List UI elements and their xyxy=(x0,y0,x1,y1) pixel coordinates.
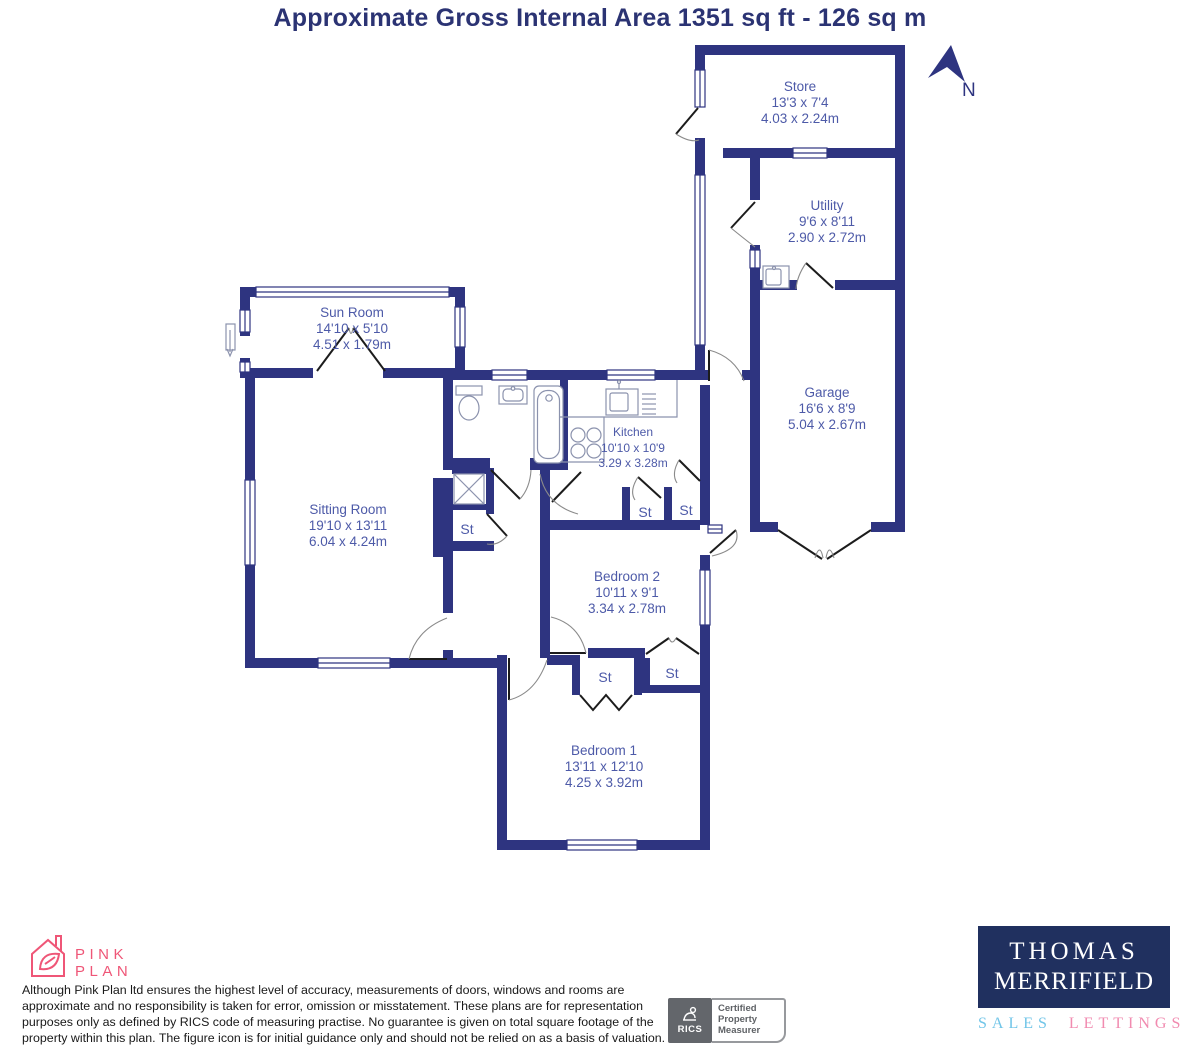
windows xyxy=(239,69,828,851)
basin-icon xyxy=(498,385,528,405)
room-dims-sunroom-ft: 14'10 x 5'10 xyxy=(316,321,388,336)
room-labels: Store 13'3 x 7'4 4.03 x 2.24m Utility 9'… xyxy=(309,79,866,790)
room-dims-utility-m: 2.90 x 2.72m xyxy=(788,230,866,245)
window xyxy=(699,569,711,626)
window xyxy=(255,286,450,298)
doors xyxy=(316,107,872,712)
rics-org-label: RICS xyxy=(677,1024,703,1036)
kitchen-counter xyxy=(560,380,678,463)
agent-tag-lettings: LETTINGS xyxy=(1068,1015,1186,1032)
room-dims-store-m: 4.03 x 2.24m xyxy=(761,111,839,126)
agent-logo: THOMAS MERRIFIELD SALES LETTINGS xyxy=(978,926,1180,1033)
bathtub-icon xyxy=(533,385,564,464)
rics-logo-box: RICS xyxy=(668,998,712,1043)
window xyxy=(694,174,706,346)
room-dims-sunroom-m: 4.51 x 1.79m xyxy=(313,337,391,352)
pinkplan-house-icon xyxy=(31,935,65,977)
window xyxy=(606,369,656,381)
footer: PINK PLAN Although Pink Plan ltd ensures… xyxy=(0,920,1200,1064)
room-dims-bedroom2-m: 3.34 x 2.78m xyxy=(588,601,666,616)
room-dims-kitchen-ft: 10'10 x 10'9 xyxy=(601,441,665,455)
room-dims-sitting-m: 6.04 x 4.24m xyxy=(309,534,387,549)
room-dims-garage-m: 5.04 x 2.67m xyxy=(788,417,866,432)
shower-icon xyxy=(453,473,485,505)
hob-icon xyxy=(570,427,602,459)
disclaimer-text: Although Pink Plan ltd ensures the highe… xyxy=(22,983,666,1046)
room-label-bedroom2: Bedroom 2 xyxy=(594,569,660,584)
agent-tagline: SALES LETTINGS xyxy=(978,1015,1180,1033)
room-label-store: Store xyxy=(784,79,816,94)
room-label-garage: Garage xyxy=(804,385,849,400)
toilet-icon xyxy=(455,385,483,421)
window xyxy=(566,839,638,851)
pinkplan-brand: PINK PLAN xyxy=(25,930,128,980)
room-dims-utility-ft: 9'6 x 8'11 xyxy=(799,214,855,229)
room-label-sunroom: Sun Room xyxy=(320,305,384,320)
storage-label-kitchen2: St xyxy=(679,502,692,518)
rics-lion-icon xyxy=(683,1007,697,1022)
room-dims-bedroom1-ft: 13'11 x 12'10 xyxy=(565,759,643,774)
rics-label: Certified Property Measurer xyxy=(712,998,786,1043)
agent-tag-sales: SALES xyxy=(978,1015,1052,1032)
storage-label-bed1a: St xyxy=(598,669,611,685)
room-dims-store-ft: 13'3 x 7'4 xyxy=(772,95,829,110)
utility-sink-icon xyxy=(762,265,790,289)
room-dims-bedroom2-ft: 10'11 x 9'1 xyxy=(595,585,658,600)
kitchen-sink-icon xyxy=(605,379,656,416)
storage-label-hall: St xyxy=(460,521,473,537)
agent-name-line2: MERRIFIELD xyxy=(994,968,1154,995)
window xyxy=(694,69,706,108)
room-label-sitting: Sitting Room xyxy=(309,502,386,517)
sliding-door-icon xyxy=(225,323,236,358)
room-dims-garage-ft: 16'6 x 8'9 xyxy=(799,401,856,416)
door-swings xyxy=(348,133,835,701)
north-arrow-icon xyxy=(928,45,965,82)
rics-label-line: Measurer xyxy=(718,1024,761,1036)
room-label-bedroom1: Bedroom 1 xyxy=(571,743,637,758)
window xyxy=(317,657,391,669)
storage-label-kitchen1: St xyxy=(638,504,651,520)
agent-logo-box: THOMAS MERRIFIELD xyxy=(978,926,1170,1008)
wall-segments xyxy=(240,45,905,850)
rics-label-line: Certified xyxy=(718,1003,757,1014)
agent-name-line1: THOMAS xyxy=(1009,938,1139,965)
window xyxy=(239,361,251,373)
storage-label-bed1b: St xyxy=(665,665,678,681)
window xyxy=(749,249,761,269)
window xyxy=(707,524,723,534)
window xyxy=(244,479,256,566)
window xyxy=(454,306,466,348)
door-leaves xyxy=(316,107,872,712)
pinkplan-brand-text: PINK PLAN xyxy=(75,946,133,980)
window xyxy=(491,369,528,381)
north-label: N xyxy=(962,80,976,101)
compass: N xyxy=(928,45,976,101)
window xyxy=(239,309,251,333)
room-dims-bedroom1-m: 4.25 x 3.92m xyxy=(565,775,643,790)
rics-badge: RICS Certified Property Measurer xyxy=(668,998,786,1043)
rics-label-line: Property xyxy=(718,1013,758,1025)
room-label-utility: Utility xyxy=(811,198,844,213)
room-dims-kitchen-m: 3.29 x 3.28m xyxy=(598,456,667,470)
page-title: Approximate Gross Internal Area 1351 sq … xyxy=(273,4,927,32)
floorplan-drawing: N Store 13'3 x 7'4 4.03 x 2.24m Utility … xyxy=(225,45,976,851)
window xyxy=(792,147,828,159)
fixtures xyxy=(225,265,790,505)
room-label-kitchen: Kitchen xyxy=(613,425,653,439)
room-dims-sitting-ft: 19'10 x 13'11 xyxy=(309,518,387,533)
